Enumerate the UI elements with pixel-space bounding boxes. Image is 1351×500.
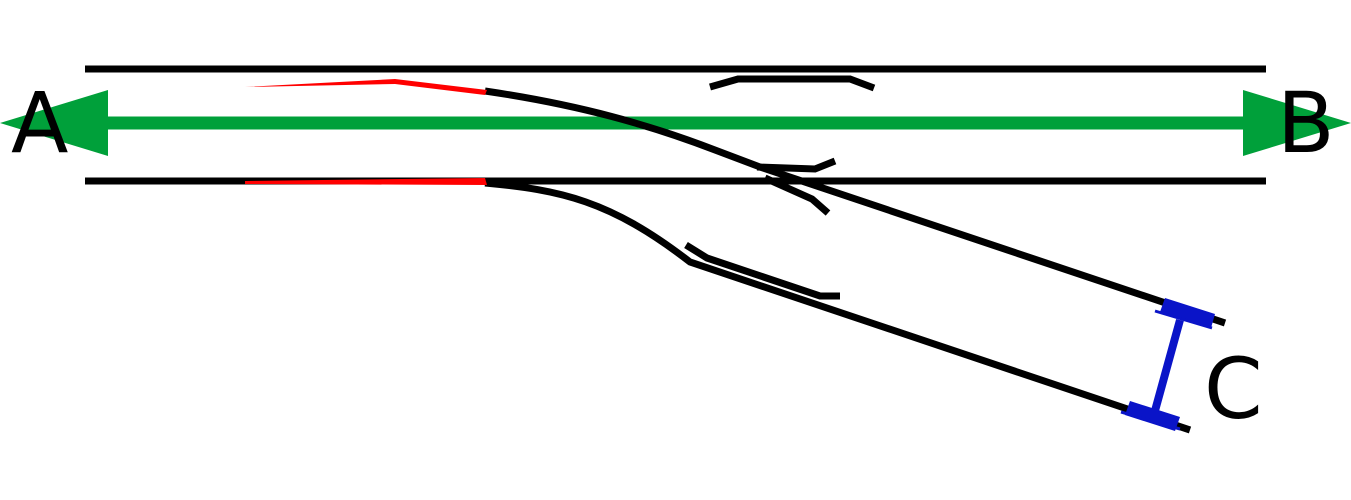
label-a: A bbox=[11, 74, 68, 172]
check-rails bbox=[684, 75, 876, 300]
switch-blades bbox=[245, 79, 487, 185]
diverging-track bbox=[484, 87, 1227, 434]
frog-assembly bbox=[756, 157, 837, 216]
route-arrowhead-left bbox=[0, 90, 108, 156]
gauge-plate-upper bbox=[1160, 298, 1215, 328]
gauge-cap-lower bbox=[1120, 410, 1181, 431]
diverging-inner-rail bbox=[484, 87, 1227, 327]
upper-switch-blade bbox=[245, 79, 487, 95]
frog-wing-rail-lower bbox=[763, 174, 831, 216]
label-c: C bbox=[1204, 340, 1263, 438]
check-rail-diverging bbox=[684, 242, 840, 300]
lower-switch-blade bbox=[245, 178, 487, 185]
through-route-arrow bbox=[0, 90, 1351, 156]
diverging-outer-rail bbox=[484, 179, 1192, 434]
gauge-cap-upper bbox=[1154, 309, 1213, 330]
check-rail-straight bbox=[709, 75, 876, 92]
gauge-bar bbox=[1149, 318, 1184, 420]
frog-wing-rail-upper bbox=[756, 157, 837, 173]
route-arrowhead-right bbox=[1243, 90, 1351, 156]
label-b: B bbox=[1277, 74, 1335, 172]
track-gauge-marker bbox=[1120, 298, 1215, 431]
